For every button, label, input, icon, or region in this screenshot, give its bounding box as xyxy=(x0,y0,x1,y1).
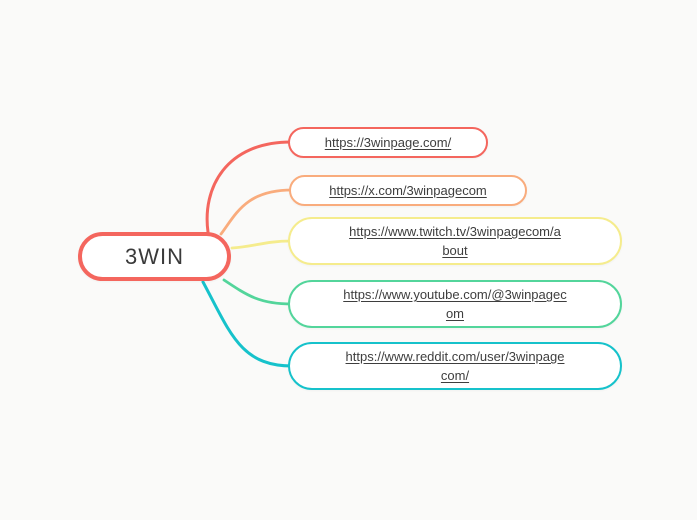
mindmap-root-node[interactable]: 3WIN xyxy=(78,232,231,281)
node-link-label: https://www.reddit.com/user/3winpage com… xyxy=(345,349,565,383)
node-link-label: https://www.youtube.com/@3winpagec om xyxy=(343,287,567,321)
root-node-label: 3WIN xyxy=(125,243,184,269)
branch-connector-3 xyxy=(230,239,293,250)
branch-connector-5 xyxy=(201,280,294,368)
node-link-label: https://x.com/3winpagecom xyxy=(329,183,487,198)
branch-connector-4 xyxy=(222,278,294,306)
mindmap-node-twitch-about[interactable]: https://www.twitch.tv/3winpagecom/a bout xyxy=(288,217,622,265)
branch-connector-2 xyxy=(219,188,294,236)
mindmap-node-3winpage-home[interactable]: https://3winpage.com/ xyxy=(288,127,488,158)
mindmap-node-x-profile[interactable]: https://x.com/3winpagecom xyxy=(289,175,527,206)
branch-connector-1 xyxy=(205,140,293,234)
node-link-label: https://www.twitch.tv/3winpagecom/a bout xyxy=(349,224,561,258)
node-link-label: https://3winpage.com/ xyxy=(324,135,452,150)
mindmap-node-reddit-user[interactable]: https://www.reddit.com/user/3winpage com… xyxy=(288,342,622,390)
mindmap-node-youtube-channel[interactable]: https://www.youtube.com/@3winpagec om xyxy=(288,280,622,328)
